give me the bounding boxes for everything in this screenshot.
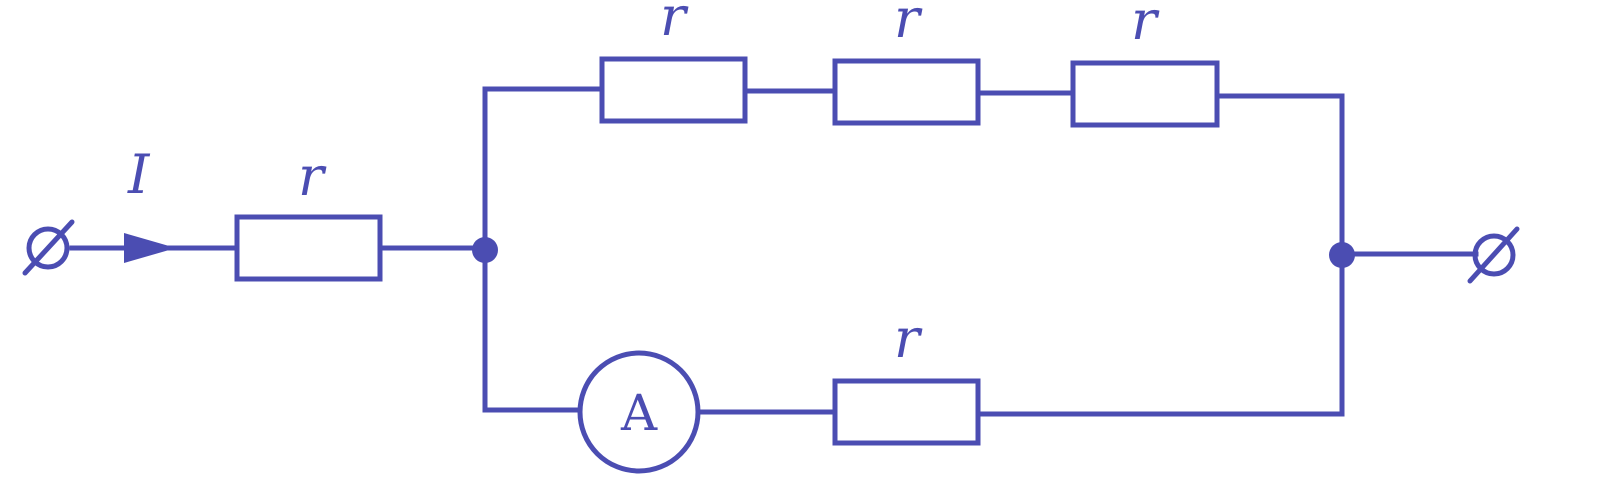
current-arrow-icon xyxy=(124,233,176,263)
current-label: I xyxy=(127,143,151,206)
output-terminal-icon xyxy=(1467,226,1520,284)
resistor-top-2-label: r xyxy=(894,0,923,50)
resistor-input-series xyxy=(234,214,383,282)
ammeter: A xyxy=(577,350,701,474)
ammeter-label: A xyxy=(620,384,658,442)
resistor-top-3 xyxy=(1070,60,1220,128)
resistor-top-1-label: r xyxy=(660,0,689,48)
resistor-input-series-label: r xyxy=(298,145,327,208)
resistor-bottom-label: r xyxy=(894,307,923,370)
ammeter-circle xyxy=(577,350,701,474)
resistor-top-3-label: r xyxy=(1131,0,1160,52)
input-terminal-icon xyxy=(22,219,75,276)
left-junction-node xyxy=(472,237,498,263)
right-junction-node xyxy=(1329,242,1355,268)
resistor-top-1 xyxy=(599,56,748,124)
resistor-bottom xyxy=(832,378,981,446)
resistor-top-2 xyxy=(832,58,981,126)
